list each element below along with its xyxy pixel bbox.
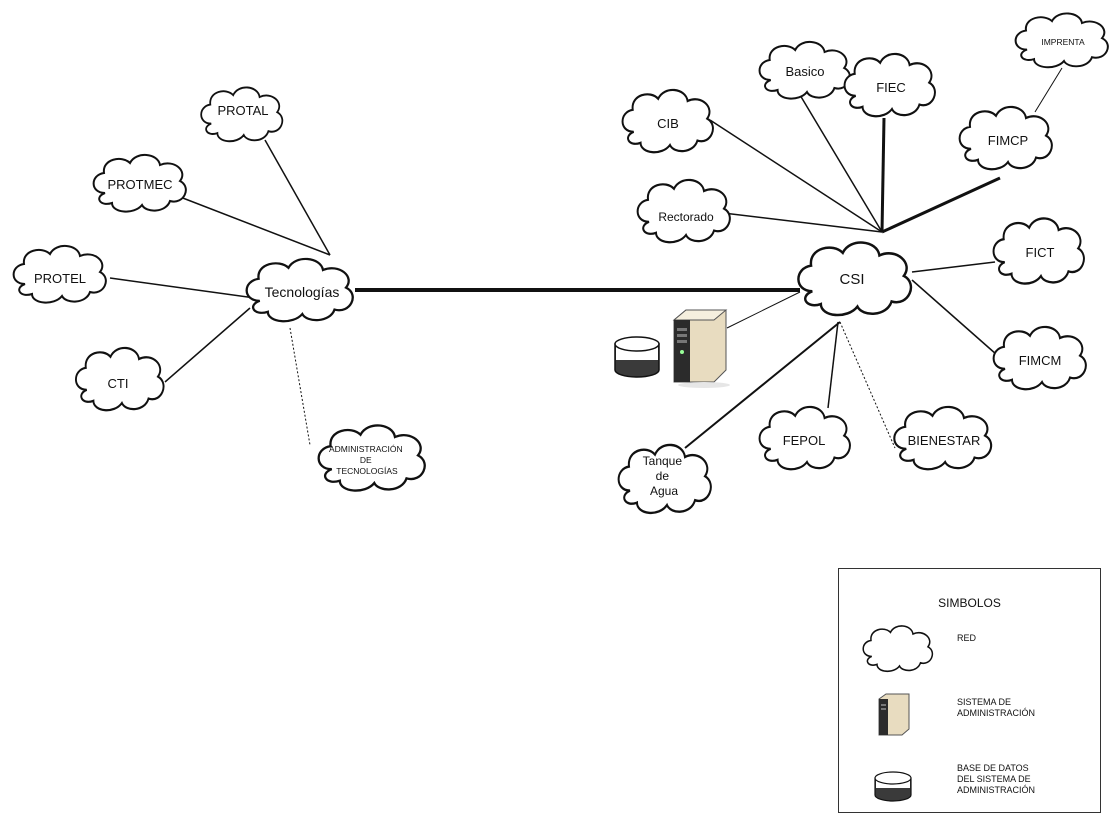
legend-sistema-line-1: SISTEMA DE — [957, 697, 1012, 707]
connection-lines — [109, 67, 1063, 449]
link-csi-server — [726, 291, 801, 329]
link-csi-fict — [911, 261, 996, 273]
label-protel: PROTEL — [34, 271, 86, 286]
link-csi-bienestar — [839, 321, 896, 449]
label-fepol: FEPOL — [783, 433, 826, 448]
link-csi-fimcp — [881, 176, 1001, 234]
label-csi: CSI — [839, 271, 864, 288]
legend-title: SIMBOLOS — [938, 596, 1001, 610]
label-basico: Basico — [785, 64, 824, 79]
label-imprenta: IMPRENTA — [1041, 37, 1085, 47]
link-csi-basico — [799, 94, 883, 233]
legend-base-line-2: DEL SISTEMA DE — [957, 774, 1031, 784]
label-fict: FICT — [1026, 245, 1055, 260]
legend-panel: SIMBOLOS RED SISTEMA DE ADMINISTRACIÓN B… — [838, 568, 1101, 813]
legend-cloud-icon — [862, 625, 934, 673]
link-csi-fepol — [827, 321, 839, 409]
label-cib: CIB — [657, 116, 679, 131]
label-cti: CTI — [108, 376, 129, 391]
label-tanque-line-3: Agua — [650, 484, 678, 498]
link-csi-rectorado — [714, 211, 883, 233]
link-tecnologias-cti — [164, 307, 251, 383]
legend-base-line-3: ADMINISTRACIÓN — [957, 785, 1036, 795]
cloud-icon — [862, 625, 934, 673]
label-tanque-line-2: de — [656, 469, 670, 483]
label-tanque-line-1: Tanque — [643, 454, 683, 468]
database-icon — [614, 336, 660, 378]
link-csi-fiec — [880, 117, 886, 233]
legend-base-line-1: BASE DE DATOS — [957, 763, 1029, 773]
link-csi-tanque — [684, 321, 841, 449]
link-fimcp-imprenta — [1034, 67, 1063, 113]
label-bienestar: BIENESTAR — [908, 433, 981, 448]
label-rectorado: Rectorado — [658, 210, 714, 224]
legend-red-label: RED — [957, 633, 977, 643]
legend-server-icon — [878, 693, 910, 736]
label-fimcp: FIMCP — [988, 133, 1028, 148]
label-fimcm: FIMCM — [1019, 353, 1062, 368]
link-tecnologias-protal — [264, 139, 331, 256]
link-csi-fimcm — [911, 279, 1006, 363]
label-protal: PROTAL — [217, 103, 268, 118]
label-admin-line-2: DE — [360, 455, 372, 465]
legend-sistema-line-2: ADMINISTRACIÓN — [957, 708, 1036, 718]
label-tanque: Tanque de Agua — [643, 454, 686, 498]
link-tecnologias-protmec — [174, 194, 331, 256]
label-fiec: FIEC — [876, 80, 906, 95]
legend-sistema-label: SISTEMA DE ADMINISTRACIÓN — [957, 697, 1077, 719]
link-tecnologias-admin — [289, 327, 311, 446]
label-admin-line-3: TECNOLOGÍAS — [336, 466, 398, 476]
label-admin-tecnologias: ADMINISTRACIÓN DE TECNOLOGÍAS — [329, 444, 405, 476]
legend-database-icon — [874, 771, 912, 802]
link-csi-cib — [709, 119, 883, 233]
legend-base-label: BASE DE DATOS DEL SISTEMA DE ADMINISTRAC… — [957, 763, 1077, 796]
label-tecnologias: Tecnologías — [265, 284, 340, 300]
label-admin-line-1: ADMINISTRACIÓN — [329, 444, 403, 454]
server-icon — [672, 309, 730, 388]
link-tecnologias-protel — [109, 277, 256, 299]
label-protmec: PROTMEC — [108, 177, 173, 192]
